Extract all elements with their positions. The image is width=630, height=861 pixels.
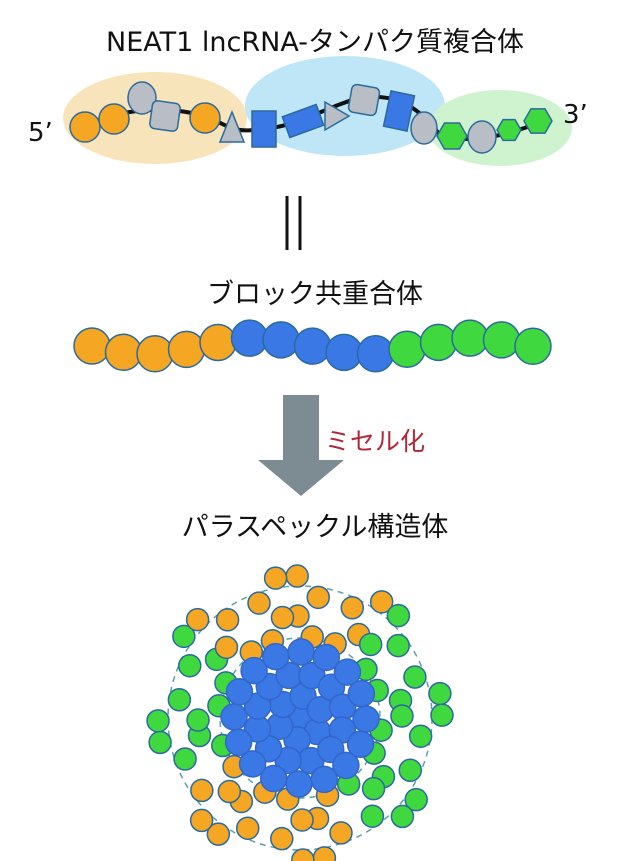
orange-monomer — [270, 826, 294, 851]
micellization-label: ミセル化 — [325, 427, 426, 456]
green-monomer — [386, 603, 411, 628]
orange-monomer — [290, 808, 314, 832]
orange-monomer — [369, 590, 394, 614]
orange-monomer — [235, 816, 260, 840]
blue-monomer — [325, 333, 363, 372]
orange-monomer — [270, 605, 295, 630]
orange-monomer — [263, 566, 288, 590]
gray-protein — [410, 111, 438, 145]
orange-monomer — [199, 323, 237, 362]
orange-protein — [69, 111, 101, 143]
blue-core-monomer — [285, 770, 313, 798]
blue-core-monomer — [333, 658, 362, 686]
green-monomer — [146, 709, 170, 733]
orange-monomer — [73, 327, 111, 365]
gray-protein — [467, 120, 497, 154]
blue-core-monomer — [346, 730, 375, 759]
green-protein — [523, 108, 553, 134]
blue-core-monomer — [220, 703, 248, 731]
orange-monomer — [136, 335, 174, 373]
gray-triangle-protein — [324, 100, 351, 132]
five-prime-label: 5’ — [28, 118, 53, 148]
paraspeckle-micelle — [146, 564, 454, 861]
green-monomer — [428, 681, 452, 706]
green-monomer — [403, 665, 427, 689]
green-monomer — [386, 633, 410, 658]
complex-title: NEAT1 lncRNA-タンパク質複合体 — [106, 27, 524, 58]
orange-monomer — [247, 591, 271, 615]
green-monomer — [404, 787, 428, 812]
orange-monomer — [215, 608, 240, 632]
green-monomer — [398, 758, 422, 783]
gray-protein — [149, 100, 181, 132]
blue-core-monomer — [224, 728, 253, 756]
green-monomer — [360, 804, 385, 828]
green-monomer — [430, 703, 454, 727]
green-monomer — [361, 776, 386, 801]
green-monomer — [148, 730, 172, 755]
orange-monomer — [285, 564, 309, 588]
green-monomer — [186, 708, 210, 732]
orange-monomer — [214, 635, 239, 660]
gray-triangle-protein — [218, 109, 246, 143]
orange-monomer — [190, 778, 214, 803]
three-prime-label: 3’ — [563, 100, 588, 130]
orange-protein — [98, 103, 130, 135]
down-arrow — [258, 395, 344, 496]
blue-monomer — [356, 335, 395, 373]
orange-monomer — [206, 822, 231, 846]
blue-core-monomer — [225, 677, 254, 706]
green-protein — [496, 118, 522, 142]
blue-protein — [251, 110, 277, 148]
green-monomer — [173, 747, 197, 771]
green-monomer — [390, 704, 414, 728]
paraspeckle-title: パラスペックル構造体 — [181, 512, 449, 543]
equals-sign — [285, 196, 302, 250]
rnp-complex — [63, 56, 572, 166]
blue-monomer — [262, 321, 300, 359]
blue-core-monomer — [240, 656, 268, 685]
blue-core-monomer — [310, 765, 338, 794]
block-copolymer-chain — [73, 319, 552, 373]
green-monomer — [408, 724, 433, 748]
orange-monomer — [217, 779, 242, 804]
blue-monomer — [230, 319, 269, 357]
green-monomer — [482, 321, 521, 359]
blue-core-monomer — [347, 680, 376, 708]
blue-core-monomer — [312, 643, 341, 672]
blue-protein — [281, 103, 325, 139]
green-monomer — [514, 327, 552, 366]
orange-monomer — [329, 821, 353, 845]
blue-monomer — [293, 327, 332, 365]
blue-protein — [382, 90, 416, 132]
blue-core-monomer — [238, 750, 267, 778]
green-monomer — [358, 632, 383, 657]
green-monomer — [172, 624, 196, 649]
green-monomer — [419, 323, 458, 362]
block-copolymer-title: ブロック共重合体 — [207, 279, 423, 310]
green-monomer — [390, 804, 415, 829]
orange-monomer — [291, 848, 315, 861]
orange-protein — [189, 102, 221, 134]
orange-monomer — [189, 808, 214, 833]
green-protein — [436, 122, 468, 150]
blue-core-monomer — [332, 751, 360, 780]
green-monomer — [388, 330, 426, 369]
blue-core-monomer — [352, 705, 380, 733]
green-monomer — [178, 653, 202, 678]
gray-protein — [127, 81, 157, 115]
orange-monomer — [104, 333, 143, 372]
blue-core-monomer — [262, 642, 290, 671]
orange-monomer — [185, 607, 210, 632]
orange-monomer — [167, 330, 206, 369]
gray-protein — [347, 83, 381, 117]
green-monomer — [167, 688, 192, 712]
orange-monomer — [306, 585, 330, 610]
orange-monomer — [340, 596, 365, 620]
blue-core-monomer — [287, 638, 315, 666]
green-monomer — [451, 319, 489, 357]
